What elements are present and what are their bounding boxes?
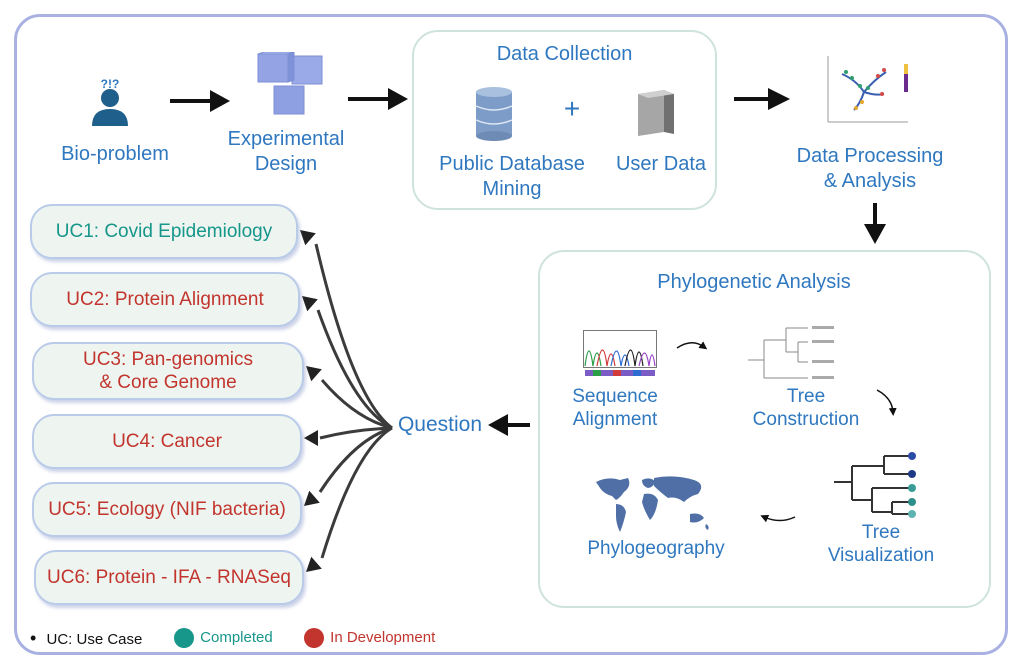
experimental-design-line-2: Design [254, 153, 318, 175]
question-arrowhead-1 [300, 230, 316, 246]
user-data-label: User Data [615, 153, 707, 175]
experimental-design-label: Experimental Design [212, 127, 360, 177]
question-arrow-6 [320, 426, 393, 559]
arrow-phylo-to-question [488, 414, 530, 436]
cubes-icon [252, 51, 332, 118]
data-processing-line-1: Data Processing [796, 145, 944, 167]
use-case-text: UC1: Covid Epidemiology [56, 220, 273, 243]
arrow-bio-to-design [170, 90, 230, 112]
question-arrow-1 [314, 243, 393, 430]
svg-text:?!?: ?!? [101, 77, 120, 91]
phylogenetic-analysis-box [538, 250, 991, 608]
question-arrow-4 [319, 426, 393, 440]
arrow-design-to-collection [348, 88, 408, 110]
database-icon [474, 86, 514, 142]
chromatogram-icon [583, 330, 657, 380]
sequence-alignment-line-1: Sequence [572, 386, 658, 407]
legend-use-case: • UC: Use Case [30, 628, 142, 648]
umap-plot-icon [816, 50, 920, 134]
use-case-text: UC5: Ecology (NIF bacteria) [48, 498, 286, 521]
use-case-uc6: UC6: Protein - IFA - RNASeq [34, 550, 304, 605]
tree-construction-label: Tree Construction [740, 385, 872, 431]
legend-in-development: In Development [304, 628, 436, 649]
use-case-line: UC6: Protein - IFA - RNASeq [47, 567, 291, 588]
arrow-alignment-to-tree [676, 341, 708, 350]
legend-completed-text: Completed [200, 629, 273, 646]
use-case-line: UC3: Pan-genomics [82, 349, 254, 370]
use-case-uc4: UC4: Cancer [32, 414, 302, 469]
world-map-icon [594, 474, 716, 536]
plus-sign: + [563, 93, 581, 124]
question-arrowhead-4 [304, 430, 318, 446]
use-case-line: UC2: Protein Alignment [66, 289, 264, 310]
tree-visualization-icon [832, 452, 920, 518]
arrow-tree-to-visualization [876, 389, 897, 416]
data-processing-line-2: & Analysis [823, 170, 917, 192]
sequence-alignment-label: Sequence Alignment [548, 385, 682, 431]
sequence-alignment-line-2: Alignment [572, 409, 658, 430]
use-case-text: UC6: Protein - IFA - RNASeq [47, 566, 291, 589]
tree-construction-line-2: Construction [752, 409, 860, 430]
public-database-line-1: Public Database [439, 153, 585, 175]
phylogeography-label: Phylogeography [587, 538, 725, 559]
question-arrow-5 [318, 426, 393, 493]
use-case-line: UC4: Cancer [112, 431, 222, 452]
question-arrowhead-2 [302, 296, 318, 312]
person-question-icon: ?!? [88, 76, 132, 128]
use-case-line: UC1: Covid Epidemiology [55, 221, 273, 242]
use-case-uc1: UC1: Covid Epidemiology [30, 204, 298, 259]
question-arrow-3 [320, 379, 393, 430]
legend-in-development-dot [304, 628, 324, 649]
data-processing-label: Data Processing & Analysis [772, 144, 968, 194]
tree-visualization-label: Tree Visualization [810, 521, 952, 567]
legend-use-case-text: UC: Use Case [46, 631, 143, 648]
use-case-uc5: UC5: Ecology (NIF bacteria) [32, 482, 302, 537]
arrow-visualization-to-geography [760, 514, 796, 523]
use-case-text: UC4: Cancer [112, 430, 222, 453]
diagram-frame [14, 14, 1008, 655]
use-case-uc3: UC3: Pan-genomics& Core Genome [32, 342, 304, 400]
legend-bullet: • [30, 628, 37, 648]
legend-completed-dot [174, 628, 194, 649]
use-case-text: UC3: Pan-genomics& Core Genome [83, 348, 253, 394]
public-database-line-2: Mining [482, 178, 542, 200]
public-database-label: Public Database Mining [420, 152, 604, 202]
question-label: Question [397, 413, 483, 436]
server-icon [634, 88, 678, 138]
question-arrowhead-6 [306, 556, 322, 572]
use-case-text: UC2: Protein Alignment [66, 288, 264, 311]
bio-problem-label: Bio-problem [61, 143, 169, 165]
use-case-line: UC5: Ecology (NIF bacteria) [48, 499, 286, 520]
question-arrow-2 [316, 309, 393, 430]
tree-visualization-line-2: Visualization [827, 545, 935, 566]
question-fan-arrows [300, 230, 393, 572]
tree-construction-line-1: Tree [786, 386, 826, 407]
use-case-uc2: UC2: Protein Alignment [30, 272, 300, 327]
arrow-processing-to-phylo [864, 203, 886, 244]
legend-in-development-text: In Development [330, 629, 436, 646]
legend-completed: Completed [174, 628, 273, 649]
phylogenetic-analysis-title: Phylogenetic Analysis [657, 271, 851, 293]
data-collection-title: Data Collection [496, 43, 633, 65]
arrow-collection-to-processing [734, 88, 790, 110]
tree-visualization-line-1: Tree [861, 522, 901, 543]
question-arrowhead-5 [304, 490, 320, 506]
tree-icon [746, 320, 846, 386]
experimental-design-line-1: Experimental [227, 128, 345, 150]
use-case-line: & Core Genome [99, 372, 237, 393]
question-arrowhead-3 [306, 366, 322, 382]
